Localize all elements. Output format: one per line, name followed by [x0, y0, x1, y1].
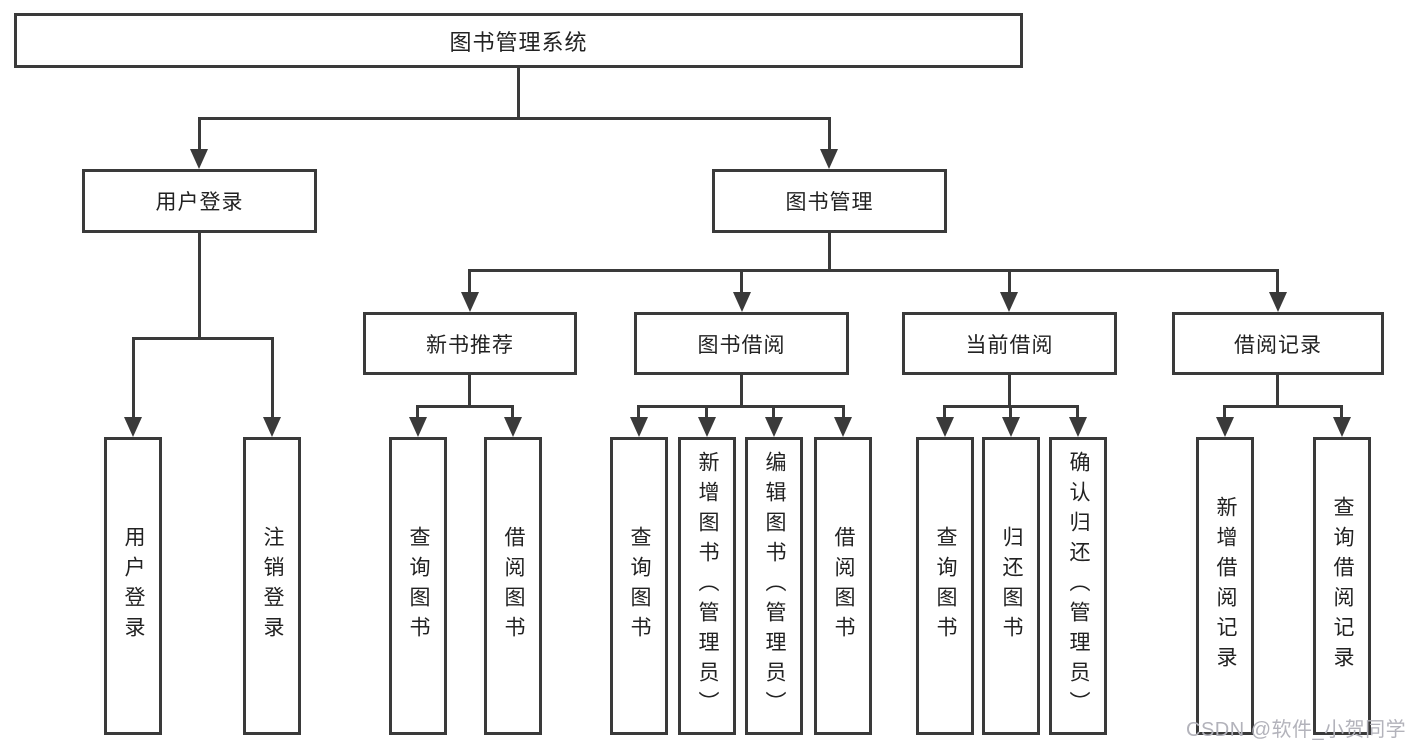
- node-label: 用户登录: [155, 191, 244, 214]
- connector-drop: [468, 375, 471, 408]
- node-book-management: 图书管理: [712, 169, 947, 233]
- arrow-down-icon: [263, 417, 281, 437]
- node-label: 确认归还（管理员）: [1067, 451, 1091, 721]
- arrow-down-icon: [409, 417, 427, 437]
- connector-stem-leaf: [511, 405, 514, 421]
- connector-stem-leaf: [705, 405, 708, 421]
- node-label: 新增图书（管理员）: [696, 451, 720, 721]
- node-label: 用户登录: [122, 526, 146, 646]
- node-book-borrowing: 图书借阅: [634, 312, 849, 375]
- node-label: 查询借阅记录: [1331, 496, 1355, 676]
- node-label: 查询图书: [628, 526, 652, 646]
- node-user-login: 用户登录: [82, 169, 317, 233]
- node-label: 查询图书: [407, 526, 431, 646]
- connector-book-management-drop: [828, 233, 831, 272]
- connector-drop: [740, 375, 743, 408]
- node-current-borrowing: 当前借阅: [902, 312, 1117, 375]
- leaf-query-borrow-record: 查询借阅记录: [1313, 437, 1371, 735]
- arrow-down-icon: [1069, 417, 1087, 437]
- connector-user-login-branch: [132, 337, 274, 340]
- arrow-down-icon: [1333, 417, 1351, 437]
- connector-stem-leaf: [943, 405, 946, 421]
- connector-stem-leaf: [132, 337, 135, 421]
- arrow-down-icon: [1000, 292, 1018, 312]
- leaf-query-books-recommend: 查询图书: [389, 437, 447, 735]
- connector-stem-leaf: [1076, 405, 1079, 421]
- arrow-down-icon: [820, 149, 838, 169]
- connector-stem-user-login: [198, 117, 201, 153]
- leaf-add-borrow-record: 新增借阅记录: [1196, 437, 1254, 735]
- node-label: 查询图书: [934, 526, 958, 646]
- node-label: 图书借阅: [697, 333, 786, 357]
- connector-root-drop: [517, 68, 520, 120]
- connector-stem-leaf: [416, 405, 419, 421]
- node-label: 借阅图书: [832, 526, 856, 646]
- connector-leaf-branch: [416, 405, 514, 408]
- connector-stem-leaf: [1340, 405, 1343, 421]
- leaf-confirm-return-admin: 确认归还（管理员）: [1049, 437, 1107, 735]
- leaf-add-books-admin: 新增图书（管理员）: [678, 437, 736, 735]
- arrow-down-icon: [698, 417, 716, 437]
- leaf-borrow-books-borrow: 借阅图书: [814, 437, 872, 735]
- connector-stem-level3: [468, 269, 471, 296]
- node-label: 借阅记录: [1234, 333, 1322, 357]
- connector-drop: [1008, 375, 1011, 408]
- arrow-down-icon: [504, 417, 522, 437]
- connector-stem-leaf: [271, 337, 274, 421]
- connector-drop: [1276, 375, 1279, 408]
- connector-level2-branch: [198, 117, 831, 120]
- leaf-return-books: 归还图书: [982, 437, 1040, 735]
- arrow-down-icon: [834, 417, 852, 437]
- connector-stem-level3: [1276, 269, 1279, 296]
- arrow-down-icon: [765, 417, 783, 437]
- connector-stem-leaf: [842, 405, 845, 421]
- arrow-down-icon: [630, 417, 648, 437]
- leaf-user-login: 用户登录: [104, 437, 162, 735]
- connector-leaf-branch: [637, 405, 845, 408]
- leaf-edit-books-admin: 编辑图书（管理员）: [745, 437, 803, 735]
- leaf-query-books-borrow: 查询图书: [610, 437, 668, 735]
- node-label: 新增借阅记录: [1214, 496, 1238, 676]
- connector-stem-book-management: [828, 117, 831, 153]
- node-label: 图书管理系统: [449, 29, 588, 55]
- node-label: 注销登录: [261, 526, 285, 646]
- arrow-down-icon: [733, 292, 751, 312]
- node-label: 新书推荐: [426, 333, 514, 357]
- node-label: 归还图书: [1000, 526, 1024, 646]
- arrow-down-icon: [1002, 417, 1020, 437]
- leaf-borrow-books-recommend: 借阅图书: [484, 437, 542, 735]
- node-library-management-system: 图书管理系统: [14, 13, 1023, 68]
- arrow-down-icon: [1216, 417, 1234, 437]
- connector-leaf-branch: [1223, 405, 1343, 408]
- leaf-logout-login: 注销登录: [243, 437, 301, 735]
- arrow-down-icon: [1269, 292, 1287, 312]
- connector-stem-leaf: [1223, 405, 1226, 421]
- arrow-down-icon: [124, 417, 142, 437]
- connector-stem-leaf: [772, 405, 775, 421]
- connector-level3-branch: [468, 269, 1279, 272]
- node-label: 当前借阅: [965, 333, 1054, 357]
- node-label: 借阅图书: [502, 526, 526, 646]
- connector-user-login-drop: [198, 233, 201, 340]
- connector-stem-leaf: [637, 405, 640, 421]
- node-label: 图书管理: [785, 191, 874, 214]
- arrow-down-icon: [190, 149, 208, 169]
- arrow-down-icon: [461, 292, 479, 312]
- connector-stem-level3: [1008, 269, 1011, 296]
- leaf-query-books-current: 查询图书: [916, 437, 974, 735]
- node-new-book-recommendation: 新书推荐: [363, 312, 577, 375]
- connector-stem-level3: [740, 269, 743, 296]
- node-label: 编辑图书（管理员）: [763, 451, 787, 721]
- node-borrowing-records: 借阅记录: [1172, 312, 1384, 375]
- watermark: CSDN @软件_小贺同学: [1186, 719, 1405, 741]
- arrow-down-icon: [936, 417, 954, 437]
- connector-stem-leaf: [1009, 405, 1012, 421]
